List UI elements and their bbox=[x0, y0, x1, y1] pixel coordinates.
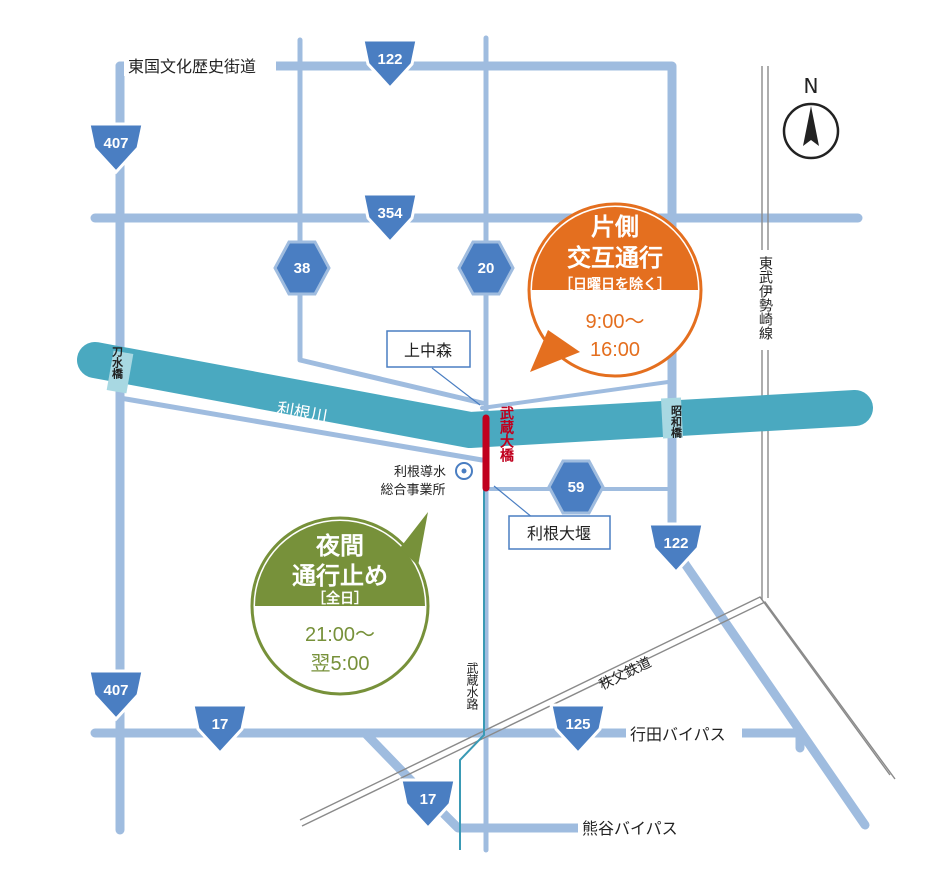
shield-r407-top: 407 bbox=[87, 122, 145, 175]
notice-day-line2: 交互通行 bbox=[567, 244, 663, 272]
notice-night-time1: 21:00～ bbox=[305, 624, 375, 646]
notice-day-line1: 片側 bbox=[591, 213, 639, 241]
tonesui-bridge-deck bbox=[106, 350, 134, 394]
shield-r20: 20 bbox=[457, 240, 515, 296]
svg-text:59: 59 bbox=[568, 479, 585, 496]
label-tonesui-bridge: 刀水橋 bbox=[111, 346, 124, 380]
notice-night-closure: 夜間 通行止め ［全日］ 21:00～ 翌5:00 bbox=[250, 512, 430, 696]
chichibu-line-b bbox=[301, 601, 896, 827]
notice-day-time2: 16:00 bbox=[590, 339, 640, 361]
label-musashi-waterway: 武蔵水路 bbox=[465, 662, 479, 711]
label-kumagaya-bypass: 熊谷バイパス bbox=[582, 819, 678, 838]
shield-r122-mid: 122 bbox=[647, 522, 705, 575]
road-levee-north bbox=[480, 380, 670, 410]
shield-r38: 38 bbox=[273, 240, 331, 296]
notice-night-time2: 翌5:00 bbox=[311, 653, 370, 675]
callout-kaminakamori: 上中森 bbox=[404, 341, 452, 360]
svg-text:125: 125 bbox=[565, 716, 590, 733]
svg-text:20: 20 bbox=[478, 260, 495, 277]
svg-text:122: 122 bbox=[663, 535, 688, 552]
road-gyoda-bypass bbox=[90, 728, 805, 753]
notice-night-line1: 夜間 bbox=[315, 532, 364, 560]
notice-day-time1: 9:00～ bbox=[586, 311, 645, 333]
svg-text:407: 407 bbox=[103, 135, 128, 152]
svg-text:407: 407 bbox=[103, 682, 128, 699]
label-chichibu-railway: 秩父鉄道 bbox=[597, 655, 654, 694]
shield-r122-top: 122 bbox=[361, 38, 419, 91]
label-tobu-isesaki-line: 東武伊勢崎線 bbox=[757, 256, 773, 340]
svg-text:122: 122 bbox=[377, 51, 402, 68]
callout-tone-weir-box bbox=[508, 515, 611, 550]
shield-r17-left: 17 bbox=[191, 703, 249, 756]
musashi-waterway bbox=[459, 470, 485, 850]
svg-text:38: 38 bbox=[294, 260, 311, 277]
north-arrow-icon: N bbox=[782, 74, 840, 160]
notice-day-sub: ［日曜日を除く］ bbox=[559, 276, 671, 293]
road-route-38 bbox=[297, 37, 485, 406]
svg-text:354: 354 bbox=[377, 205, 403, 222]
svg-text:17: 17 bbox=[420, 791, 437, 808]
road-route-17-diag bbox=[360, 728, 585, 833]
callout-tone-weir: 利根大堰 bbox=[527, 524, 591, 543]
notice-day-alternating: 片側 交互通行 ［日曜日を除く］ 9:00～ 16:00 bbox=[527, 202, 703, 378]
notice-night-sub: ［全日］ bbox=[312, 590, 368, 607]
label-toukoku-bunka-road: 東国文化歴史街道 bbox=[128, 57, 256, 76]
label-gyoda-bypass: 行田バイパス bbox=[630, 725, 726, 744]
road-levee-south bbox=[117, 395, 485, 463]
notice-night-line2: 通行止め bbox=[292, 562, 388, 590]
shield-r17-bottom: 17 bbox=[399, 778, 457, 831]
label-office-line1: 利根導水 bbox=[394, 465, 446, 480]
svg-text:N: N bbox=[804, 74, 819, 98]
shield-r125: 125 bbox=[549, 703, 607, 756]
showa-bridge-deck bbox=[660, 397, 684, 439]
label-musashi-bridge: 武蔵大橋 bbox=[498, 405, 514, 463]
svg-text:17: 17 bbox=[212, 716, 229, 733]
shield-r354: 354 bbox=[361, 192, 419, 245]
shield-r59: 59 bbox=[547, 459, 605, 515]
shield-r407-bottom: 407 bbox=[87, 669, 145, 722]
callout-kaminakamori-box bbox=[386, 330, 471, 368]
label-showa-bridge: 昭和橋 bbox=[670, 405, 683, 439]
tone-river bbox=[77, 342, 873, 448]
chichibu-line-a bbox=[299, 596, 891, 821]
label-office-line2: 総合事業所 bbox=[380, 482, 445, 498]
